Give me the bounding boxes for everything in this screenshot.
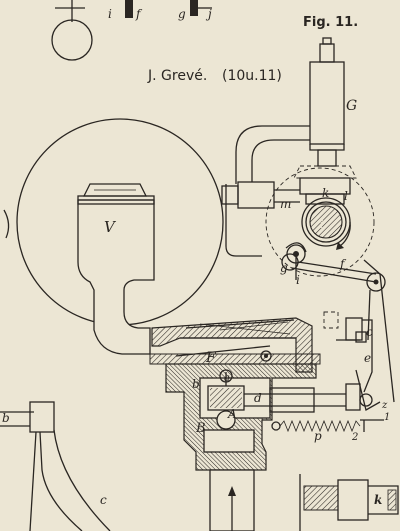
label-top-j: j — [205, 7, 212, 21]
detail-k — [299, 474, 399, 531]
label-k-detail: k — [374, 493, 382, 507]
vessel-V — [77, 183, 155, 355]
label-B: B — [195, 421, 206, 436]
label-z: z — [381, 400, 388, 411]
label-m: m — [280, 197, 291, 211]
label-i-roll: i — [320, 218, 324, 231]
label-b: b — [192, 377, 200, 391]
lever-c — [0, 401, 111, 531]
label-d: d — [254, 391, 262, 405]
label-c-right: c — [366, 325, 373, 339]
label-top-i: i — [108, 7, 112, 21]
spring-p — [271, 419, 365, 433]
label-i: i — [296, 273, 300, 287]
label-a: a — [224, 373, 230, 384]
rod-d — [244, 369, 384, 421]
roll-assembly — [265, 165, 375, 277]
left-fragment — [3, 209, 10, 239]
lever-g — [281, 242, 395, 403]
figure-ref: (10u.11) — [222, 68, 282, 84]
label-G: G — [346, 98, 357, 114]
label-A: A — [227, 407, 237, 421]
label-l: l — [344, 189, 348, 203]
label-p: p — [314, 429, 322, 443]
label-g1: g — [280, 261, 288, 275]
valve-body-B — [165, 363, 317, 531]
label-c: c — [100, 493, 107, 507]
label-top-g: g — [178, 7, 186, 21]
cylinder-G — [309, 37, 345, 167]
coupling — [221, 181, 300, 209]
author-name: J. Grevé. — [147, 68, 207, 84]
label-e: e — [364, 351, 371, 365]
label-V: V — [104, 218, 117, 236]
bracket-e — [323, 311, 373, 393]
connecting-pipe — [225, 125, 310, 257]
label-F: F — [205, 350, 217, 366]
label-f: f — [339, 257, 347, 271]
label-b-left: b — [2, 411, 10, 425]
label-k: k — [322, 186, 329, 200]
label-2: 2 — [351, 432, 358, 443]
top-fragment — [51, 0, 212, 61]
label-1: 1 — [384, 412, 390, 423]
label-top-f: f — [135, 7, 143, 21]
figure-number: Fig. 11. — [303, 15, 358, 30]
